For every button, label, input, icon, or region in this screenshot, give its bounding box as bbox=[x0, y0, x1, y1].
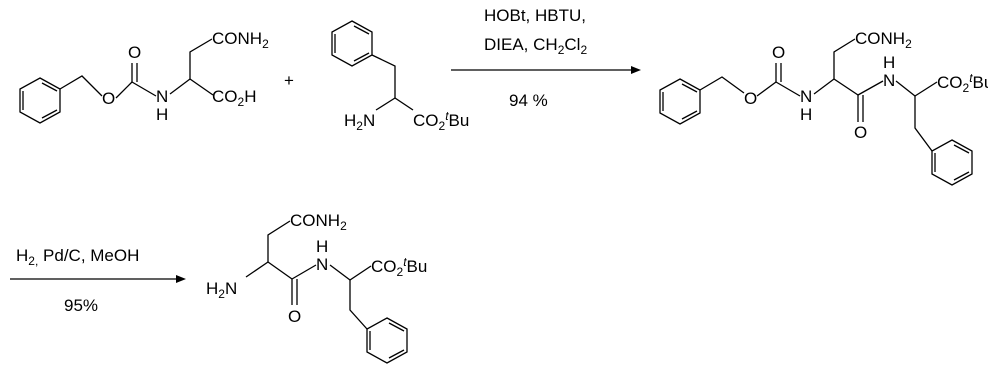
amine-label: H2N bbox=[344, 111, 375, 133]
reaction-arrow-2: H2, Pd/C, MeOH 95% bbox=[10, 246, 186, 315]
benzene-ring bbox=[659, 78, 701, 125]
reagents-line-1: HOBt, HBTU, bbox=[484, 6, 586, 25]
cbz-asparagine-molecule: O O N H CONH2 CO2H bbox=[19, 29, 269, 124]
atom-label: O bbox=[102, 89, 115, 108]
atom-label: H bbox=[156, 105, 168, 124]
asn-phe-tert-butyl-ester-molecule: H2N O H N CONH2 CO2tBu bbox=[206, 211, 427, 364]
reagents-line: H2, Pd/C, MeOH bbox=[16, 246, 139, 268]
arrow-head bbox=[631, 66, 641, 74]
atom-label: O bbox=[854, 123, 867, 142]
benzene-ring bbox=[931, 139, 973, 186]
amine-label: H2N bbox=[206, 279, 237, 301]
atom-label: N bbox=[316, 255, 328, 274]
amide-label: CONH2 bbox=[290, 211, 347, 233]
benzene-ring bbox=[366, 317, 408, 364]
atom-label: H bbox=[800, 105, 812, 124]
reaction-arrow-1: HOBt, HBTU, DIEA, CH2Cl2 94 % bbox=[451, 6, 641, 110]
reagents-line-2: DIEA, CH2Cl2 bbox=[484, 35, 587, 57]
ester-label: CO2tBu bbox=[371, 255, 427, 279]
atom-label: N bbox=[883, 71, 895, 90]
bonds bbox=[245, 220, 405, 359]
cbz-asn-phe-tert-butyl-ester-molecule: O O N H O H N CONH2 CO2tBu bbox=[659, 29, 988, 186]
yield-label: 94 % bbox=[509, 91, 548, 110]
amide-label: CONH2 bbox=[855, 29, 912, 51]
atom-label: H bbox=[316, 237, 328, 256]
ester-label: CO2tBu bbox=[937, 71, 988, 95]
plus-sign: + bbox=[284, 71, 294, 90]
benzene-ring bbox=[331, 20, 373, 67]
atom-label: N bbox=[156, 87, 168, 106]
bonds bbox=[22, 38, 214, 119]
atom-label: H bbox=[883, 53, 895, 72]
atom-label: O bbox=[744, 89, 757, 108]
yield-label: 95% bbox=[64, 296, 98, 315]
amide-label: CONH2 bbox=[212, 29, 269, 51]
benzene-ring bbox=[19, 77, 61, 124]
atom-label: N bbox=[800, 87, 812, 106]
phenylalanine-tert-butyl-ester-molecule: H2N CO2tBu bbox=[331, 20, 469, 133]
atom-label: O bbox=[772, 43, 785, 62]
bonds bbox=[334, 25, 414, 111]
atom-label: O bbox=[128, 43, 141, 62]
bonds bbox=[662, 38, 970, 181]
arrow-head bbox=[176, 275, 186, 283]
atom-label: O bbox=[288, 307, 301, 326]
ester-label: CO2tBu bbox=[413, 109, 469, 133]
carboxylic-acid-label: CO2H bbox=[212, 87, 256, 109]
